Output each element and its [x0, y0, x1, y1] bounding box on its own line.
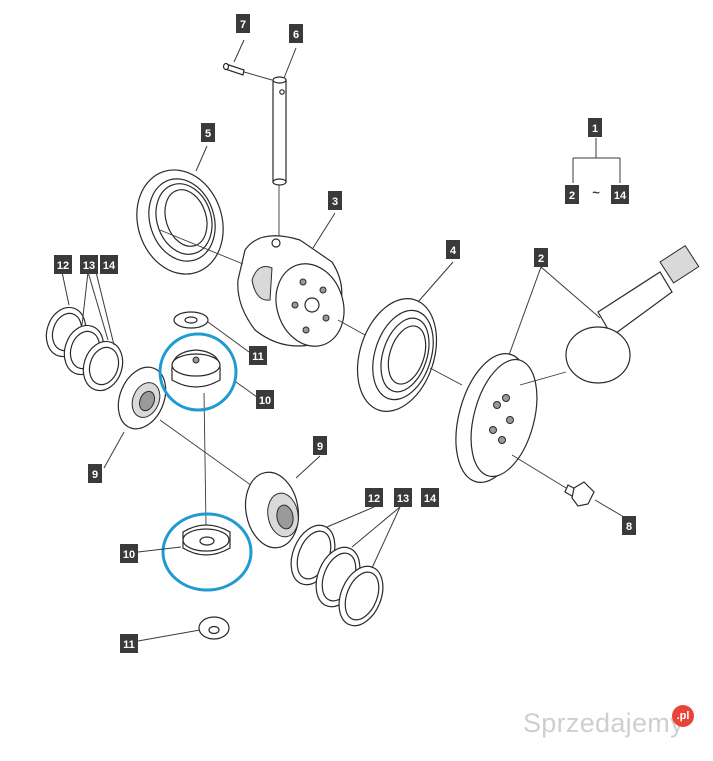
callout-4: 4 [446, 240, 460, 259]
callout-box [54, 255, 72, 274]
highlight-circle-top [158, 332, 238, 412]
callout-box [588, 118, 602, 137]
callout-box [611, 185, 629, 204]
pinion-gear-part-10-top [171, 349, 221, 388]
callout-number: 9 [317, 441, 323, 453]
callout-box [289, 24, 303, 43]
callout-12: 12 [54, 255, 72, 274]
callout-7: 7 [236, 14, 250, 33]
callout-14: 14 [611, 185, 629, 204]
callout-number: 12 [368, 493, 380, 505]
callout-box [313, 436, 327, 455]
callout-box [328, 191, 342, 210]
leader-lines [61, 39, 630, 642]
callout-box [100, 255, 118, 274]
pinion-gear-part-10-bottom [182, 524, 231, 556]
callout-number: 14 [424, 493, 437, 505]
callout-number: 10 [123, 549, 135, 561]
callout-box [565, 185, 579, 204]
pinion-shaft-part-2 [519, 244, 700, 386]
callout-number: 11 [123, 639, 135, 651]
callout-number: 14 [103, 260, 116, 272]
callout-box [256, 390, 274, 409]
side-gear-part-9-right [244, 471, 300, 549]
bearing-part-5 [136, 169, 224, 275]
callout-number: 4 [450, 245, 457, 257]
callout-14: 14 [421, 488, 439, 507]
shims-lower-group [290, 524, 384, 627]
callout-6: 6 [289, 24, 303, 43]
callout-8: 8 [622, 516, 636, 535]
shaft-part-6 [243, 71, 287, 245]
callout-number: 2 [569, 190, 575, 202]
callout-number: 5 [205, 128, 211, 140]
callout-number: 12 [57, 260, 69, 272]
callout-14: 14 [100, 255, 118, 274]
callout-5: 5 [201, 123, 215, 142]
callout-13: 13 [394, 488, 412, 507]
ring-gear-part-2 [455, 353, 538, 483]
bearing-part-4 [356, 298, 463, 412]
callout-13: 13 [80, 255, 98, 274]
callout-number: 11 [252, 351, 264, 363]
callout-2: 2 [534, 248, 548, 267]
callout-3: 3 [328, 191, 342, 210]
callout-number: 14 [614, 190, 627, 202]
callout-box [394, 488, 412, 507]
callout-2: 2 [565, 185, 579, 204]
callout-11: 11 [120, 634, 138, 653]
range-separator: ~ [592, 185, 600, 200]
callout-number: 10 [259, 395, 271, 407]
side-gear-part-9-left [117, 366, 256, 489]
watermark-text: Sprzedajemy [523, 708, 684, 738]
callout-number: 8 [626, 521, 632, 533]
callout-box [120, 544, 138, 563]
callout-box [80, 255, 98, 274]
callout-box [236, 14, 250, 33]
pin-part-7 [222, 62, 245, 76]
callout-12: 12 [365, 488, 383, 507]
callout-box [120, 634, 138, 653]
callout-number: 7 [240, 19, 246, 31]
callout-box [249, 346, 267, 365]
callout-box [88, 464, 102, 483]
callout-number: 1 [592, 123, 598, 135]
callout-box [446, 240, 460, 259]
callout-box [365, 488, 383, 507]
shims-upper-group [45, 306, 124, 392]
callout-number: 13 [397, 493, 409, 505]
callout-number: 13 [83, 260, 95, 272]
callout-9: 9 [88, 464, 102, 483]
bolt-part-8 [511, 454, 595, 507]
callout-9: 9 [313, 436, 327, 455]
highlight-circle-bottom [161, 512, 253, 592]
callout-number: 2 [538, 253, 544, 265]
thrust-washer-part-11-bottom [198, 616, 230, 640]
callout-number: 3 [332, 196, 338, 208]
callout-number: 9 [92, 469, 98, 481]
callout-number: 6 [293, 29, 299, 41]
callout-1: 1 [588, 118, 602, 137]
callout-box [534, 248, 548, 267]
diff-case-part-3 [159, 229, 366, 347]
callout-box [201, 123, 215, 142]
callout-box [622, 516, 636, 535]
watermark-badge: .pl [672, 705, 694, 727]
thrust-washer-part-11-top [173, 311, 250, 353]
callout-11: 11 [249, 346, 267, 365]
callout-10: 10 [256, 390, 274, 409]
callout-box [421, 488, 439, 507]
callout-10: 10 [120, 544, 138, 563]
